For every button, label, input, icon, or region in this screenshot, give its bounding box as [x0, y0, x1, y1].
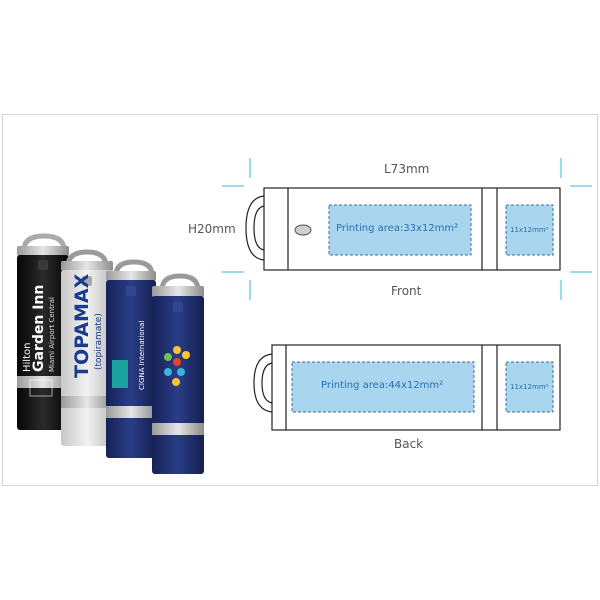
front-small-print-area — [505, 204, 554, 256]
back-small-print-area — [505, 361, 554, 413]
topamax-logo: TOPAMAX — [71, 273, 93, 378]
back-small-area-text: 11x12mm² — [510, 383, 549, 391]
height-guides — [222, 185, 592, 273]
cigna-logo: CIGNA International — [138, 321, 146, 390]
length-label: L73mm — [384, 162, 430, 176]
back-printing-area-text: Printing area:44x12mm² — [321, 380, 444, 391]
navy-drive-cigna: CIGNA International — [106, 259, 156, 458]
black-drive: Hilton Garden Inn Miami Airport Central — [17, 233, 69, 430]
back-view-drawing — [253, 344, 561, 431]
back-print-area — [291, 361, 475, 413]
back-label: Back — [394, 437, 424, 451]
front-view-drawing — [245, 187, 561, 271]
height-label: H20mm — [188, 222, 236, 236]
hilton-logo-line-1: Hilton — [22, 343, 33, 372]
length-guides — [249, 158, 562, 300]
navy-drive-dots — [152, 273, 204, 474]
hilton-logo-line-3: Miami Airport Central — [48, 297, 56, 372]
front-label: Front — [391, 284, 422, 298]
topamax-sublabel: (topiramate) — [94, 313, 104, 370]
silver-drive: TOPAMAX (topiramate) — [61, 249, 113, 446]
front-printing-area-text: Printing area:33x12mm² — [336, 223, 459, 234]
front-small-area-text: 11x12mm² — [510, 226, 549, 234]
front-print-area — [328, 204, 472, 256]
hilton-logo-line-2: Garden Inn — [31, 285, 47, 372]
